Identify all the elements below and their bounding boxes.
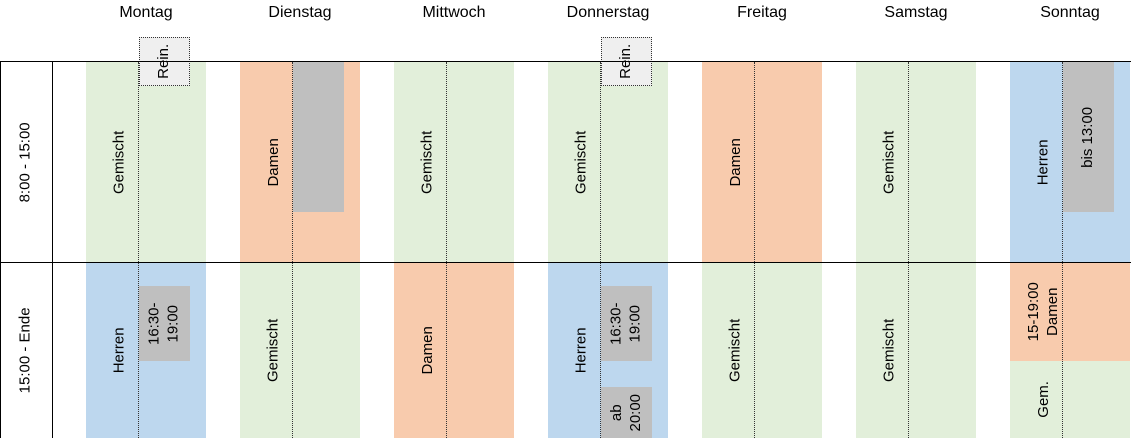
day-header-wednesday: Mittwoch bbox=[422, 4, 486, 21]
day-header-saturday: Samstag bbox=[884, 4, 948, 21]
note-label: 16:30- 19:00 bbox=[607, 302, 644, 345]
cell-sunday-afternoon-damen[interactable]: 15-19:00 Damen bbox=[1010, 262, 1130, 361]
day-header-friday: Freitag bbox=[737, 4, 787, 21]
cell-label: Herren bbox=[1034, 139, 1052, 185]
grid-line-middle bbox=[0, 262, 1131, 263]
cell-wednesday-afternoon[interactable]: Damen bbox=[394, 262, 514, 438]
cell-thursday-morning[interactable]: Gemischt bbox=[548, 62, 668, 262]
note-label: ab 20:00 bbox=[607, 393, 644, 432]
cell-sunday-afternoon-gemischt[interactable]: Gem. bbox=[1010, 361, 1130, 438]
cell-label: Gemischt bbox=[880, 130, 898, 194]
cell-monday-morning[interactable]: Gemischt bbox=[86, 62, 206, 262]
note-thursday-1630-1900: 16:30- 19:00 bbox=[601, 286, 652, 361]
grid-line-left-edge bbox=[0, 61, 1, 438]
grid-line-time-column bbox=[52, 61, 53, 438]
cell-saturday-afternoon[interactable]: Gemischt bbox=[856, 262, 976, 438]
cell-label: Gemischt bbox=[572, 130, 590, 194]
cell-label: Gemischt bbox=[880, 318, 898, 382]
cell-saturday-morning[interactable]: Gemischt bbox=[856, 62, 976, 262]
grid-line-top bbox=[0, 61, 1131, 62]
day-header-tuesday: Dienstag bbox=[268, 4, 332, 21]
note-thursday-from-2000: ab 20:00 bbox=[601, 387, 652, 438]
cell-friday-afternoon[interactable]: Gemischt bbox=[702, 262, 822, 438]
cell-label: Gemischt bbox=[418, 130, 436, 194]
split-line-monday bbox=[138, 62, 139, 438]
day-header-sunday: Sonntag bbox=[1040, 4, 1100, 21]
cell-label: Herren bbox=[110, 327, 128, 373]
cell-label: Gemischt bbox=[264, 318, 282, 382]
split-line-tuesday bbox=[292, 62, 293, 438]
note-sunday-until-1300: bis 13:00 bbox=[1063, 62, 1114, 212]
split-line-thursday bbox=[600, 62, 601, 438]
note-monday-1630-1900: 16:30- 19:00 bbox=[139, 286, 190, 361]
cell-label: Damen bbox=[726, 137, 744, 187]
time-slot-morning-label: 8:00 - 15:00 bbox=[16, 121, 34, 203]
cell-label: Gem. bbox=[1034, 381, 1052, 418]
day-header-thursday: Donnerstag bbox=[566, 4, 650, 21]
split-line-sunday bbox=[1062, 62, 1063, 438]
cell-label: Damen bbox=[418, 325, 436, 375]
cell-label: Herren bbox=[572, 327, 590, 373]
cell-label: Damen bbox=[264, 137, 282, 187]
split-line-wednesday bbox=[446, 62, 447, 438]
time-slot-morning: 8:00 - 15:00 bbox=[0, 62, 52, 262]
split-line-friday bbox=[754, 62, 755, 438]
cell-tuesday-afternoon[interactable]: Gemischt bbox=[240, 262, 360, 438]
blocked-slot-tuesday bbox=[293, 62, 344, 212]
cell-label: Gemischt bbox=[726, 318, 744, 382]
time-slot-afternoon: 15:00 - Ende bbox=[0, 262, 52, 438]
split-line-saturday bbox=[908, 62, 909, 438]
cell-wednesday-morning[interactable]: Gemischt bbox=[394, 62, 514, 262]
cell-label: Gemischt bbox=[110, 130, 128, 194]
note-label: 16:30- 19:00 bbox=[145, 302, 182, 345]
note-label: bis 13:00 bbox=[1079, 106, 1097, 168]
cell-friday-morning[interactable]: Damen bbox=[702, 62, 822, 262]
day-header-monday: Montag bbox=[119, 4, 173, 21]
time-slot-afternoon-label: 15:00 - Ende bbox=[16, 307, 34, 393]
cell-label: 15-19:00 Damen bbox=[1025, 281, 1061, 342]
